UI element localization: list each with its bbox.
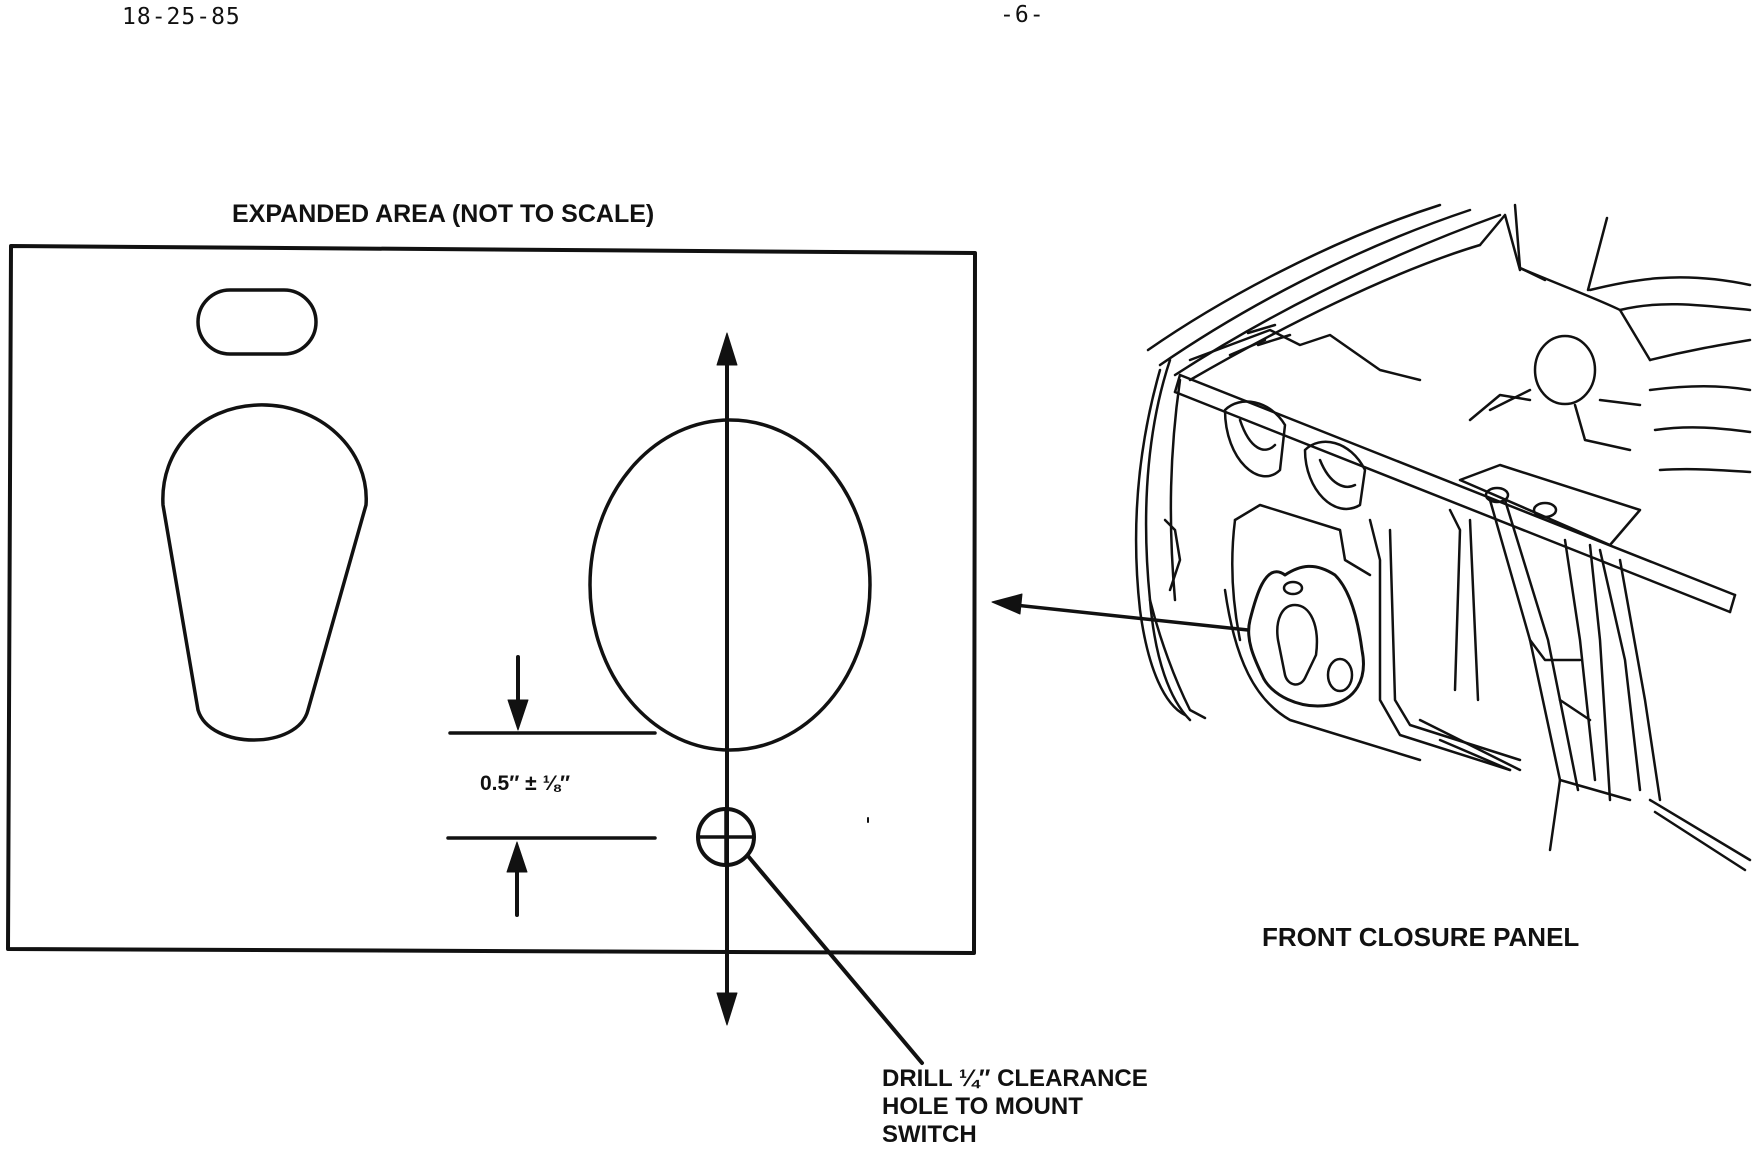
dimension-label: 0.5″ ± ⅛″ [480,772,571,795]
drill-note-line-2: HOLE TO MOUNT [882,1093,1083,1120]
document-number: 18-25-85 [122,4,241,30]
closure-panel-detail [1247,564,1365,708]
dimension-arrow-top-head [507,699,529,731]
teardrop-hole [161,403,368,742]
centerline-bottom-arrowhead [716,992,738,1026]
drill-note: DRILL ¼″ CLEARANCE HOLE TO MOUNT SWITCH [882,1065,1148,1149]
drill-note-leader [746,854,924,1065]
oval-hole [588,418,872,752]
expanded-area-panel [6,244,977,955]
centerline-top-arrowhead [716,332,738,366]
dimension-arrow-bottom-head [506,841,528,873]
detail-pointer-arrow [1013,603,1250,632]
drill-note-line-3: SWITCH [882,1121,977,1148]
front-closure-panel-title: FRONT CLOSURE PANEL [1262,922,1580,952]
drill-note-line-1: DRILL ¼″ CLEARANCE [882,1065,1148,1092]
expanded-area-title: EXPANDED AREA (NOT TO SCALE) [232,200,655,228]
detail-pointer-arrowhead [991,593,1023,615]
page-number: -6- [1000,2,1045,28]
slot-hole [196,288,318,356]
vehicle-front-illustration [1134,203,1752,872]
